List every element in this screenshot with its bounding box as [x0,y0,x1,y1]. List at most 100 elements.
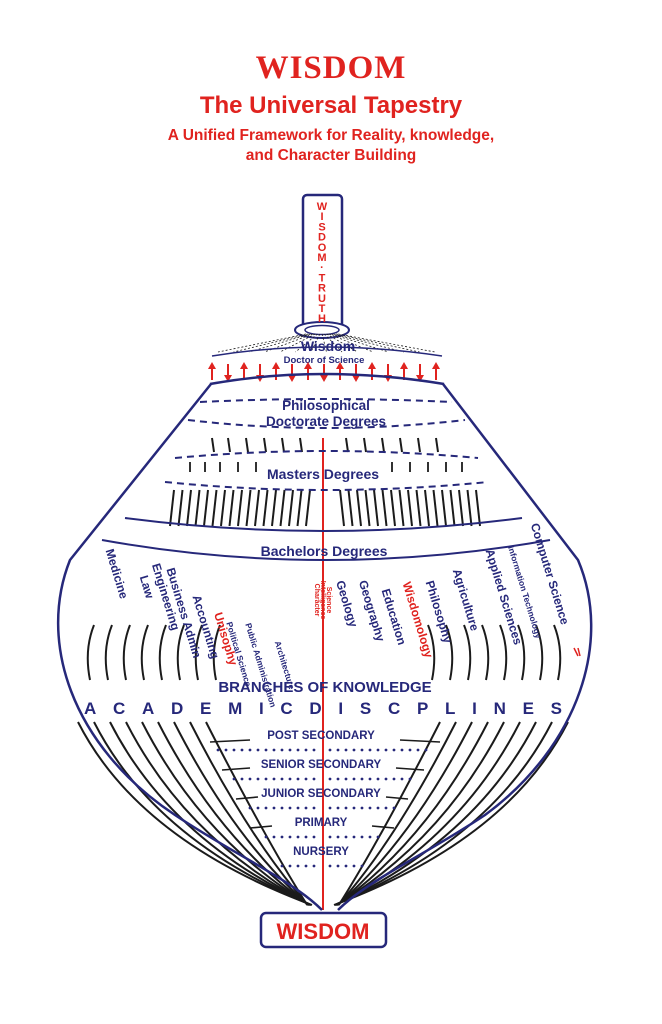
crown-title: Wisdom [301,338,355,354]
branch-stroke-left [140,624,149,681]
post-secondary-label: POST SECONDARY [267,730,375,742]
masters-stroke [271,489,277,527]
level-dot [224,748,228,752]
discipline-label-right: Agriculture [450,567,482,633]
level-dot [248,748,252,752]
arrow-head [416,375,424,382]
pillar-letter: T [319,272,326,284]
phd-stroke [299,437,303,453]
masters-stroke [390,489,396,527]
level-dot [280,748,284,752]
level-dot [344,806,348,810]
masters-stroke [220,489,226,527]
crown-ray [321,333,327,353]
level-dash [249,825,273,829]
level-dot [336,864,340,868]
level-dot [336,748,340,752]
level-dot [376,806,380,810]
arrow-head [240,362,248,369]
phd-stroke [263,437,267,453]
pillar-letter: R [318,283,326,295]
pillar-letter: W [317,201,328,213]
level-dot [368,835,372,839]
phd-label-line-1: Philosophical [282,398,370,413]
level-dot [256,806,260,810]
crown-ray [338,333,436,353]
level-dot [376,777,380,781]
masters-stroke [279,489,286,527]
level-dot [328,864,332,868]
masters-stroke [475,489,481,527]
level-dash [399,739,441,743]
pillar-letter: U [318,293,326,305]
level-dot [240,748,244,752]
level-dot [384,748,388,752]
disciplines-divider [101,539,551,561]
arrow-head [208,362,216,369]
masters-stroke [203,489,209,527]
phd-divider [199,398,453,403]
level-dot [360,777,364,781]
level-dot [296,806,300,810]
level-dot [352,777,356,781]
masters-stroke [449,489,456,527]
crown-rays [217,333,436,353]
masters-stroke [373,489,379,527]
tagline: A Unified Framework for Reality, knowled… [0,126,662,166]
masters-stroke [398,489,405,527]
level-dot [344,777,348,781]
branch-stroke-right [517,624,526,681]
level-dot [272,748,276,752]
level-dot [400,777,404,781]
discipline-label-center: Intelligence [319,581,326,620]
masters-stroke [458,489,464,527]
level-dot [312,864,316,868]
level-dash [385,796,409,800]
level-dot [288,864,292,868]
phd-stroke [245,437,249,453]
diagram-lines [77,437,581,910]
arrow-head [400,362,408,369]
level-dot [376,835,380,839]
level-dot [392,806,396,810]
crown-ray [326,333,358,353]
masters-stroke [254,489,260,527]
masters-stroke [432,489,439,527]
masters-bottom-divider [164,481,489,491]
phd-stroke [227,437,231,453]
branches-label: BRANCHES OF KNOWLEDGE [218,679,431,696]
level-dot [280,806,284,810]
crown-ray [233,333,309,353]
level-dot [304,777,308,781]
lower-curve-right [336,721,473,906]
level-dot [312,777,316,781]
lower-curve-right [336,721,489,906]
level-dot [416,748,420,752]
arrow-head [224,375,232,382]
level-dot [352,748,356,752]
level-dot [344,748,348,752]
level-dot [376,748,380,752]
level-dot [264,748,268,752]
lower-curve-left [205,721,309,906]
branch-stroke-left [176,624,185,681]
masters-stroke [339,489,345,527]
level-dot [272,806,276,810]
pillar-letter: D [318,232,326,244]
level-dot [312,748,316,752]
branch-stroke-left [194,624,203,681]
level-dot [384,806,388,810]
discipline-label-left: Law [137,574,157,601]
level-dot [408,748,412,752]
level-dash [209,739,251,743]
masters-stroke [407,489,413,527]
diagram-outline [56,383,593,911]
lower-curve-left [125,721,311,906]
phd-stroke [399,437,403,453]
bachelors-label: Bachelors Degrees [261,543,388,559]
branch-stroke-right [463,624,472,681]
level-dot [256,748,260,752]
phd-stroke [381,437,385,453]
level-dot [408,777,412,781]
